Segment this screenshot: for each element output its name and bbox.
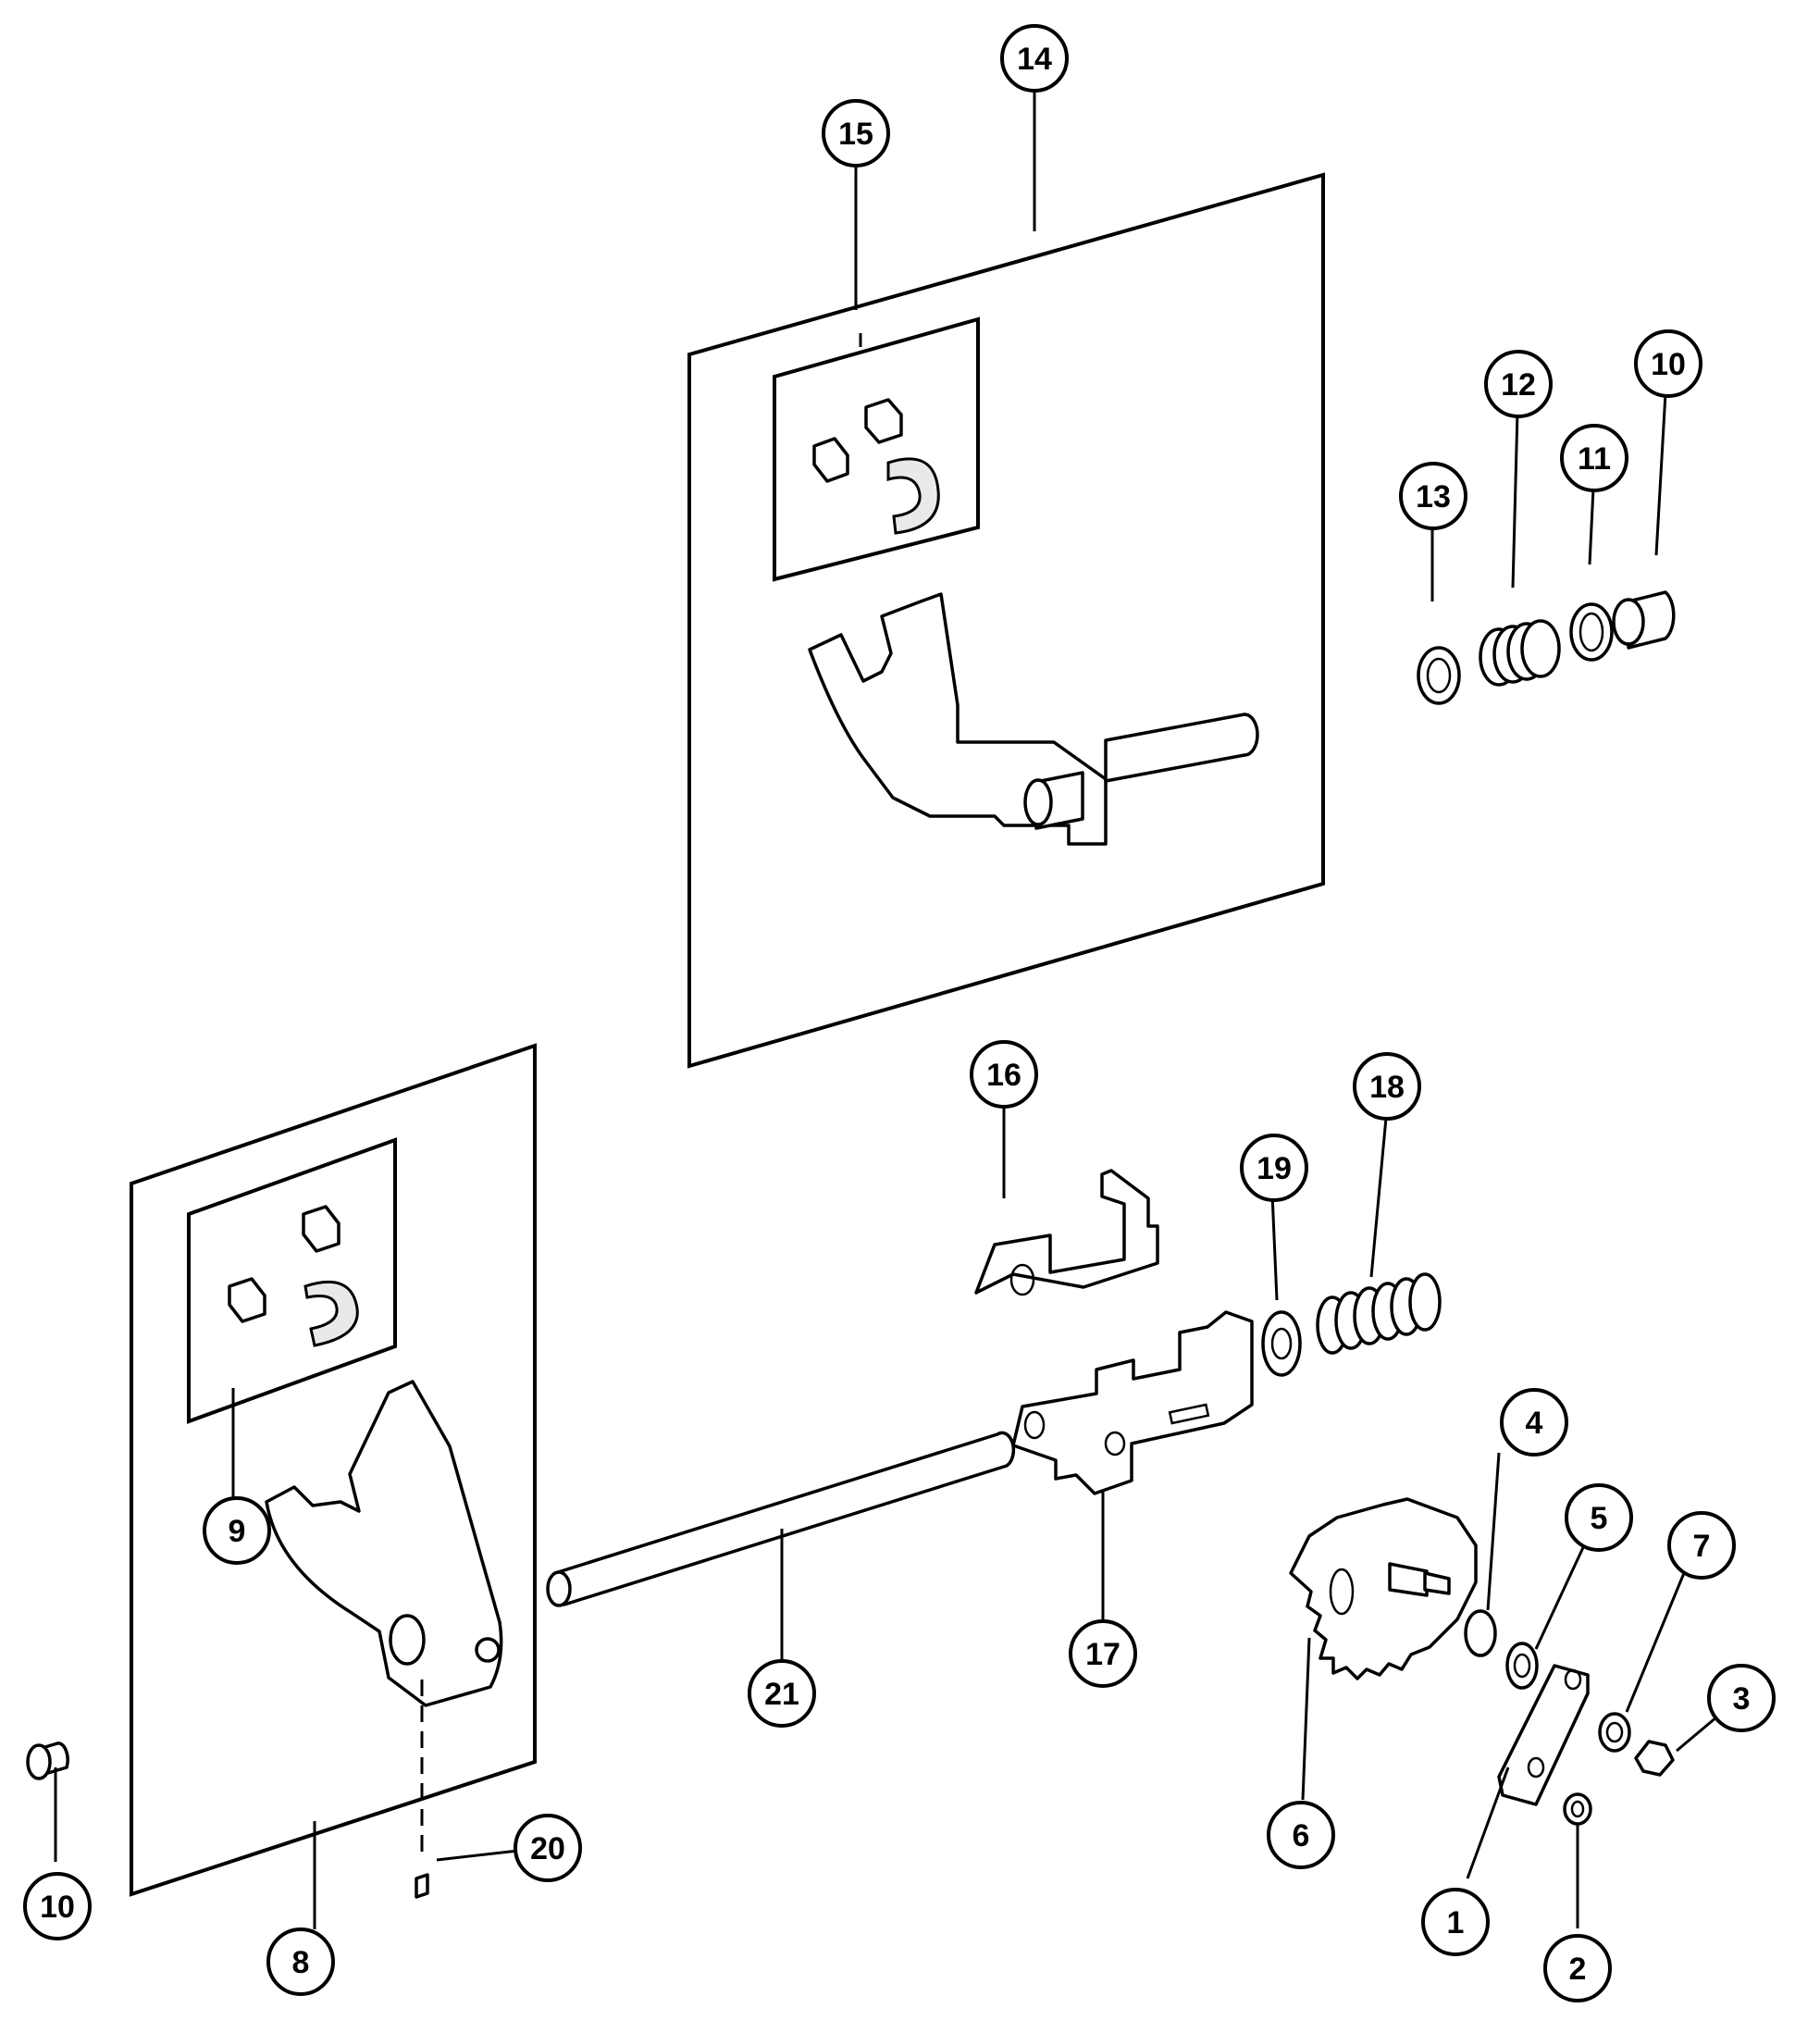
stud (1388, 1562, 1451, 1597)
callout-label: 15 (838, 117, 873, 152)
washer-5 (1505, 1642, 1539, 1690)
washer-19 (1261, 1310, 1302, 1377)
callout-4: 4 (1500, 1388, 1568, 1457)
callout-label: 21 (764, 1677, 799, 1712)
callout-label: 7 (1693, 1529, 1711, 1564)
callout-3: 3 (1707, 1664, 1776, 1732)
callout-label: 19 (1257, 1151, 1292, 1186)
callout-9: 9 (203, 1496, 271, 1565)
callout-14: 14 (1000, 24, 1069, 93)
callout-2: 2 (1543, 1934, 1612, 2002)
roll-pin (415, 1873, 429, 1899)
callout-19: 19 (1240, 1134, 1308, 1202)
washer-7 (1598, 1712, 1631, 1753)
callout-20: 20 (514, 1814, 582, 1882)
bracket-16 (974, 1169, 1159, 1295)
spring-18 (1316, 1272, 1442, 1355)
callout-1: 1 (1421, 1888, 1490, 1956)
callout-label: 8 (292, 1945, 310, 1980)
shift-fork-kit-panel-lower (130, 1043, 537, 1899)
callout-label: 11 (1578, 441, 1611, 477)
nut-3 (1634, 1740, 1675, 1777)
callout-label: 5 (1591, 1501, 1608, 1536)
callout-17: 17 (1069, 1619, 1137, 1688)
shift-fork-kit-panel-upper (687, 172, 1325, 1069)
callout-label: 10 (40, 1890, 75, 1925)
lever-1 (1497, 1664, 1590, 1806)
callout-label: 10 (1651, 347, 1686, 382)
selector-plate-17 (1011, 1310, 1254, 1495)
gear-sector-6 (1289, 1497, 1478, 1680)
callout-label: 1 (1447, 1905, 1465, 1940)
callout-15: 15 (822, 99, 890, 167)
callout-label: 2 (1569, 1952, 1587, 1987)
callout-8: 8 (266, 1928, 335, 1996)
callout-label: 16 (986, 1058, 1021, 1093)
washer-4 (1464, 1609, 1497, 1657)
bushing-2 (1563, 1792, 1592, 1826)
callout-16: 16 (970, 1040, 1038, 1109)
shift-fork-lower (265, 1380, 503, 1707)
callout-21: 21 (748, 1659, 816, 1728)
callout-6: 6 (1267, 1801, 1335, 1869)
shift-rail-21 (546, 1431, 1016, 1607)
leader-lines (54, 93, 1724, 1929)
callout-label: 4 (1526, 1406, 1543, 1441)
callout-label: 20 (530, 1831, 565, 1866)
callout-11: 11 (1560, 424, 1628, 492)
callout-7: 7 (1667, 1511, 1736, 1580)
callout-5: 5 (1565, 1483, 1633, 1552)
bushing-left (26, 1742, 69, 1780)
callout-label: 14 (1017, 42, 1052, 77)
bushing-11 (1569, 602, 1614, 662)
callout-label: 18 (1369, 1070, 1405, 1105)
callout-label: 13 (1416, 479, 1451, 514)
washer-13 (1417, 646, 1461, 705)
callout-12: 12 (1484, 350, 1553, 418)
callout-label: 17 (1085, 1637, 1120, 1672)
callout-label: 9 (229, 1514, 246, 1549)
callout-10-right: 10 (1634, 329, 1702, 398)
callout-18: 18 (1353, 1052, 1421, 1121)
shift-pads-lower (228, 1205, 359, 1347)
callout-13: 13 (1399, 462, 1467, 530)
bushing-10 (1612, 590, 1676, 650)
shift-pads-upper (812, 398, 940, 535)
callout-label: 3 (1733, 1681, 1751, 1717)
callout-label: 12 (1501, 367, 1536, 403)
callout-10-left: 10 (23, 1872, 92, 1940)
spring-12 (1479, 619, 1561, 687)
shift-fork-upper (808, 592, 1259, 846)
callout-label: 6 (1293, 1818, 1310, 1853)
